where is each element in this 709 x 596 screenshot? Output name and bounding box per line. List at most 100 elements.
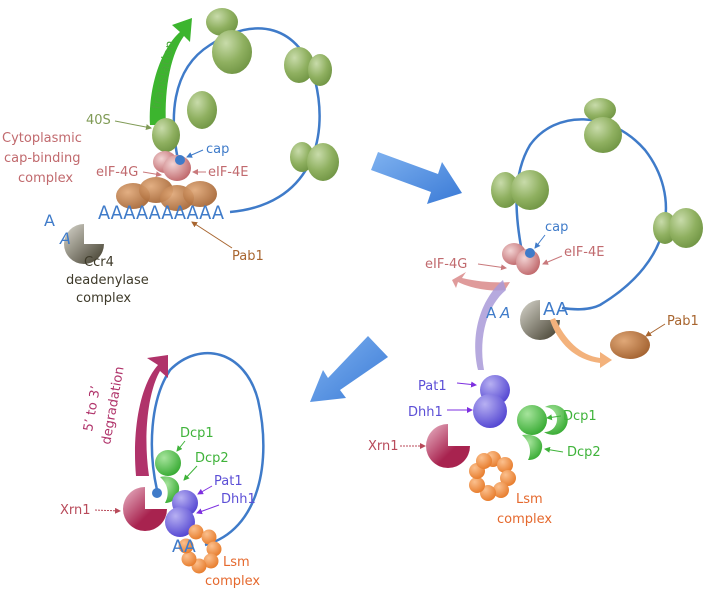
pointer-pat1: [456, 381, 477, 388]
lsm-label: Lsm: [516, 492, 543, 507]
pointer-dcp1: [546, 414, 562, 421]
ribosomes: [152, 8, 339, 181]
panel-decay: 5’ to 3’ degradation AA Dcp1 Dcp2 Pat1 D…: [60, 352, 265, 589]
loose-a: A: [499, 304, 510, 322]
dhh1-label: Dhh1: [408, 405, 443, 420]
ribosome-40s: [152, 118, 180, 152]
pointer-pab1: [645, 323, 666, 337]
dcp1-label: Dcp1: [180, 426, 214, 441]
pointer-eif4g: [477, 263, 507, 271]
ribosome: [206, 8, 238, 36]
lsm-subunit: [493, 482, 509, 498]
ribosome: [308, 54, 332, 86]
polya-tail: AA: [172, 537, 196, 557]
ribosome: [212, 30, 252, 74]
lsm-subunit: [203, 553, 219, 569]
pab1: [183, 181, 217, 207]
lsm-subunit: [500, 470, 516, 486]
ccr4-label: Ccr4: [84, 255, 114, 270]
cap: [175, 155, 185, 165]
dhh1-label: Dhh1: [221, 492, 256, 507]
cap-label: cap: [545, 220, 568, 235]
eif4g-label: eIF-4G: [425, 257, 467, 272]
lsm-subunit: [188, 524, 204, 540]
lsm-complex: [178, 524, 222, 574]
cap-label: cap: [206, 142, 229, 157]
ccr4-label: complex: [76, 291, 131, 306]
dcp1: [517, 405, 547, 435]
release-arrow-cap-complex: [452, 272, 510, 291]
loose-a: A: [44, 211, 55, 230]
dcp2-label: Dcp2: [567, 445, 601, 460]
cap-binding-complex-label: cap-binding: [4, 151, 81, 166]
xrn1: [123, 487, 167, 531]
eif4e-label: eIF-4E: [564, 245, 605, 260]
degradation-label: degradation: [99, 365, 127, 445]
pointer-cap: [534, 234, 546, 249]
pointer-dcp1: [176, 440, 186, 452]
pointer-cap: [186, 149, 204, 158]
lsm-label: Lsm: [223, 555, 250, 570]
eif4e-label: eIF-4E: [208, 165, 249, 180]
mrna-strand: [515, 118, 668, 311]
degradation-label: 5’ to 3’: [81, 385, 104, 433]
lsm-subunit: [476, 453, 492, 469]
pointer-pat1: [197, 485, 213, 495]
mrna-strand: [172, 27, 321, 214]
step-arrow-1: [371, 152, 462, 204]
ribosome: [669, 208, 703, 248]
lsm-subunit: [181, 551, 197, 567]
degradation-arrow: [134, 355, 168, 476]
lsm-subunit: [178, 538, 194, 554]
ribosome: [307, 143, 339, 181]
cap: [152, 488, 162, 498]
ccr4-label: deadenylase: [66, 273, 149, 288]
pointer-dhh1: [196, 504, 220, 515]
pointer-pab1: [191, 221, 233, 249]
ribosome: [187, 91, 217, 129]
dcp1: [544, 404, 568, 435]
pab1-label: Pab1: [232, 249, 264, 264]
ribosome: [584, 98, 616, 122]
lsm-label: complex: [497, 512, 552, 527]
translation-arrow: [149, 18, 192, 125]
label-40s: 40S: [86, 113, 111, 128]
dcp2: [522, 434, 543, 460]
step-arrow-2: [310, 336, 388, 402]
panel-deadenylation: AA A A cap eIF-4G eIF-4E Pab1 Pat1 Dhh1 …: [368, 98, 703, 527]
pat1-label: Pat1: [214, 474, 243, 489]
release-arrow-pab1: [550, 318, 612, 368]
lsm-subunit: [201, 529, 217, 545]
panel-translation: translation AAAAAAAAAA A A 40S Cytoplasm…: [2, 8, 339, 306]
dhh1: [473, 394, 507, 428]
dcp1-label: Dcp1: [563, 409, 597, 424]
dcp2-label: Dcp2: [195, 451, 229, 466]
polya-tail: AAAAAAAAAA: [98, 202, 224, 224]
polya-tail: AA: [543, 299, 569, 320]
lsm-subunit: [469, 477, 485, 493]
pab1-label: Pab1: [667, 314, 699, 329]
ribosome: [511, 170, 549, 210]
ccr4-deadenylase: [520, 300, 560, 340]
ribosome: [284, 47, 314, 83]
dhh1: [165, 507, 195, 537]
ribosomes: [491, 98, 703, 248]
loose-a: A: [486, 304, 497, 322]
pointer-40s: [114, 120, 152, 130]
ccr4-deadenylase: [64, 224, 104, 264]
lsm-subunit: [480, 485, 496, 501]
pointer-eif4g: [142, 171, 162, 178]
lsm-label: complex: [205, 574, 260, 589]
lsm-subunit: [497, 457, 513, 473]
xrn1: [426, 424, 470, 468]
eif4g-label: eIF-4G: [96, 165, 138, 180]
cap-binding-complex-label: Cytoplasmic: [2, 131, 82, 146]
translation-label: translation: [149, 39, 178, 110]
pointer-dcp2: [544, 446, 564, 453]
pointer-xrn1: [94, 507, 121, 514]
ribosome: [584, 117, 622, 153]
xrn1-label: Xrn1: [60, 503, 91, 518]
pat1-label: Pat1: [418, 379, 447, 394]
lsm-subunit: [206, 541, 222, 557]
lsm-complex: [469, 451, 516, 501]
